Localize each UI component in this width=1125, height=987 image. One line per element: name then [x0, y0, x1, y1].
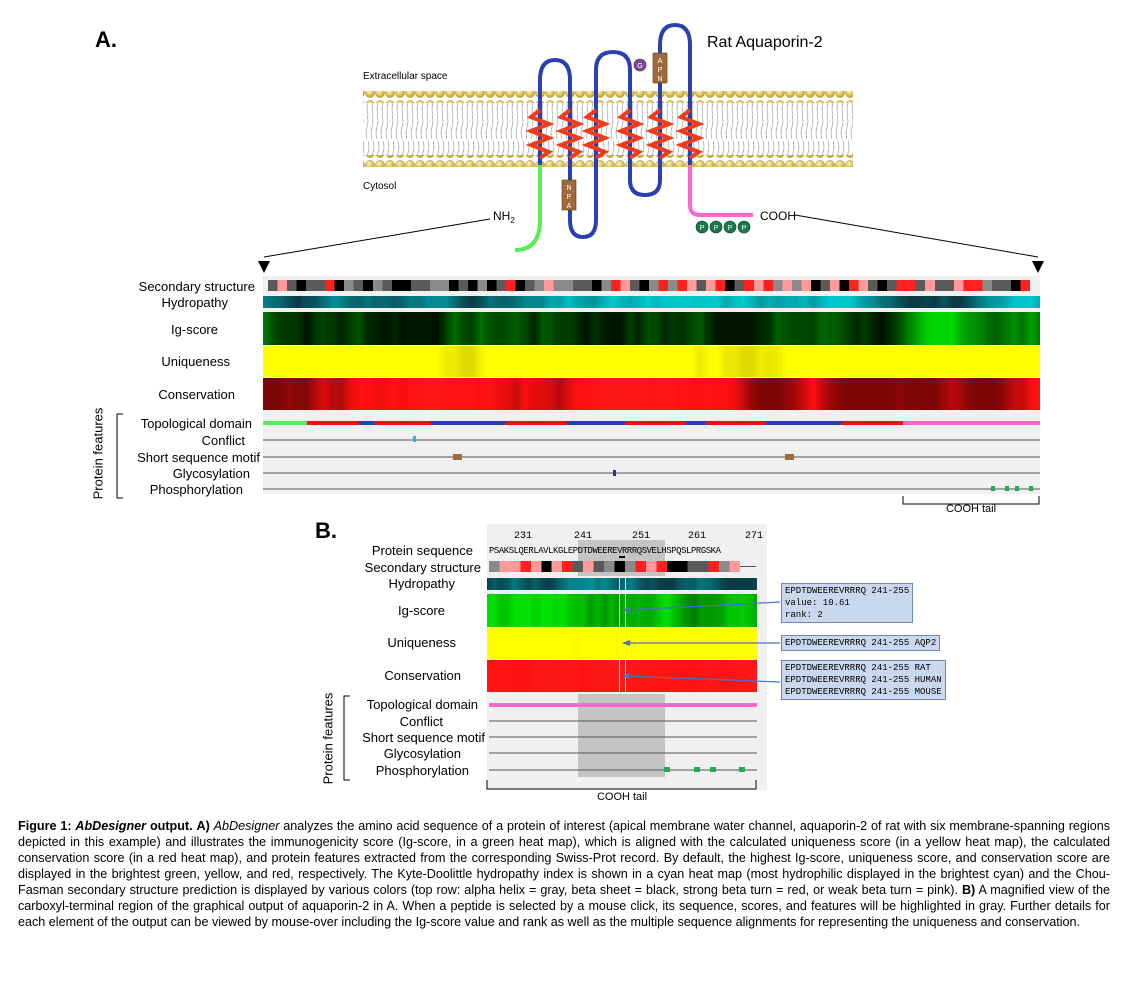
b-igscore-track[interactable] [487, 594, 757, 627]
a-cooh-tail-label: COOH tail [945, 503, 997, 515]
b-protein-sequence[interactable]: PSAKSLQERLAVLKGLEPDTDWEEREVRRRQSVELHSPQS… [489, 546, 721, 556]
a-conservation-track[interactable] [263, 378, 1040, 410]
svg-text:P: P [714, 225, 719, 232]
glycosylation-marker [633, 58, 647, 72]
a-features-tracks [263, 421, 1040, 491]
a-conflict-marker [413, 436, 416, 442]
b-label-conservation: Conservation [384, 668, 461, 683]
a-features-bracket [116, 413, 123, 499]
b-label-igscore: Ig-score [398, 603, 445, 618]
phospho-marker-1 [695, 220, 709, 234]
a-label-glyco: Glycosylation [172, 466, 250, 481]
apn-a: A [658, 58, 663, 65]
a-secondary-structure-track[interactable] [268, 280, 1030, 291]
npa-p: P [567, 194, 572, 201]
b-tooltip-uniqueness: EPDTDWEEREVRRRQ 241-255 AQP2 [781, 635, 941, 651]
b-label-phospho: Phosphorylation [375, 763, 469, 778]
b-label-glyco: Glycosylation [383, 746, 461, 761]
b-label-secondary: Secondary structure [364, 560, 481, 575]
a-label-hydropathy: Hydropathy [161, 295, 228, 310]
b-ruler-261: 261 [688, 531, 707, 542]
membrane-bottom-leaflet [363, 155, 853, 167]
b-cursor-mark [619, 556, 625, 558]
a-phospho-marker-2 [1005, 486, 1009, 491]
b-cooh-tail-label: COOH tail [596, 791, 648, 803]
a-phospho-marker-4 [1029, 486, 1033, 491]
b-select-line-left [619, 578, 620, 692]
a-label-conservation: Conservation [158, 387, 235, 402]
a-protein-features-label: Protein features [90, 407, 106, 500]
apn-motif-box [652, 52, 668, 84]
npa-motif-box [561, 179, 577, 211]
panel-b-letter: B. [315, 518, 337, 543]
b-secondary-tail [740, 566, 756, 567]
b-phospho-marker-4 [739, 767, 745, 772]
a-phospho-marker-1 [991, 486, 995, 491]
b-ruler-271: 271 [745, 531, 764, 542]
phospho-marker-2 [709, 220, 723, 234]
zoom-lines [258, 214, 1044, 273]
svg-text:G: G [637, 63, 642, 70]
b-ruler-251: 251 [632, 531, 651, 542]
a-label-motif: Short sequence motif [137, 450, 260, 465]
a-label-topological: Topological domain [140, 416, 252, 431]
a-motif-marker-1 [453, 454, 462, 460]
b-phospho-marker-1 [664, 767, 670, 772]
npa-a: A [567, 203, 572, 210]
diagram-title: Rat Aquaporin-2 [707, 34, 823, 51]
b-phospho-marker-2 [694, 767, 700, 772]
apn-n: N [657, 76, 662, 83]
svg-text:P: P [742, 225, 747, 232]
b-phospho-marker-3 [710, 767, 716, 772]
a-glyco-marker [613, 470, 616, 476]
b-label-conflict: Conflict [399, 714, 443, 729]
b-tooltip-conservation: EPDTDWEEREVRRRQ 241-255 RAT EPDTDWEEREVR… [781, 660, 946, 700]
a-label-uniqueness: Uniqueness [161, 354, 230, 369]
b-label-hydropathy: Hydropathy [388, 576, 455, 591]
cooh-label: COOH [760, 209, 796, 223]
cytosol-label: Cytosol [363, 181, 396, 192]
extracellular-label: Extracellular space [363, 71, 448, 82]
membrane-top-leaflet [363, 91, 853, 103]
membrane-tails [363, 103, 853, 155]
a-cooh-tail-bracket [902, 496, 1040, 505]
a-phospho-marker-3 [1015, 486, 1019, 491]
b-selection-features [578, 694, 665, 777]
b-secondary-structure-track[interactable] [489, 561, 740, 572]
panel-a-letter: A. [95, 27, 117, 52]
phospho-marker-3 [723, 220, 737, 234]
a-label-conflict: Conflict [201, 433, 245, 448]
b-select-line-right [625, 578, 626, 692]
nh2-label: NH2 [493, 209, 515, 225]
a-uniqueness-track[interactable] [263, 346, 1040, 377]
b-ruler-241: 241 [574, 531, 593, 542]
svg-text:P: P [700, 225, 705, 232]
b-label-sequence: Protein sequence [371, 543, 473, 558]
b-label-uniqueness: Uniqueness [387, 635, 456, 650]
figure-caption: Figure 1: AbDesigner output. A) AbDesign… [18, 819, 1111, 929]
a-label-secondary: Secondary structure [138, 279, 255, 294]
b-hydropathy-track[interactable] [487, 578, 757, 590]
a-label-phospho: Phosphorylation [149, 482, 243, 497]
npa-n: N [566, 185, 571, 192]
b-tooltip-igscore: EPDTDWEEREVRRRQ 241-255 value: 10.61 ran… [781, 583, 914, 623]
b-features-tracks [489, 703, 757, 772]
b-cooh-tail-bracket [486, 780, 757, 790]
aquaporin-topology-diagram: N P A A P N G P P P P Rat Aquaporin-2 Ex… [363, 22, 853, 252]
a-label-igscore: Ig-score [171, 322, 218, 337]
a-igscore-track[interactable] [263, 312, 1040, 345]
phospho-marker-4 [737, 220, 751, 234]
b-label-motif: Short sequence motif [362, 730, 485, 745]
b-features-bracket [343, 695, 350, 781]
b-ruler-231: 231 [514, 531, 533, 542]
apn-p: P [658, 67, 663, 74]
b-tooltip-arrows [622, 601, 781, 683]
a-hydropathy-track[interactable] [263, 296, 1040, 308]
svg-text:P: P [728, 225, 733, 232]
a-motif-marker-2 [785, 454, 794, 460]
b-label-topological: Topological domain [366, 697, 478, 712]
